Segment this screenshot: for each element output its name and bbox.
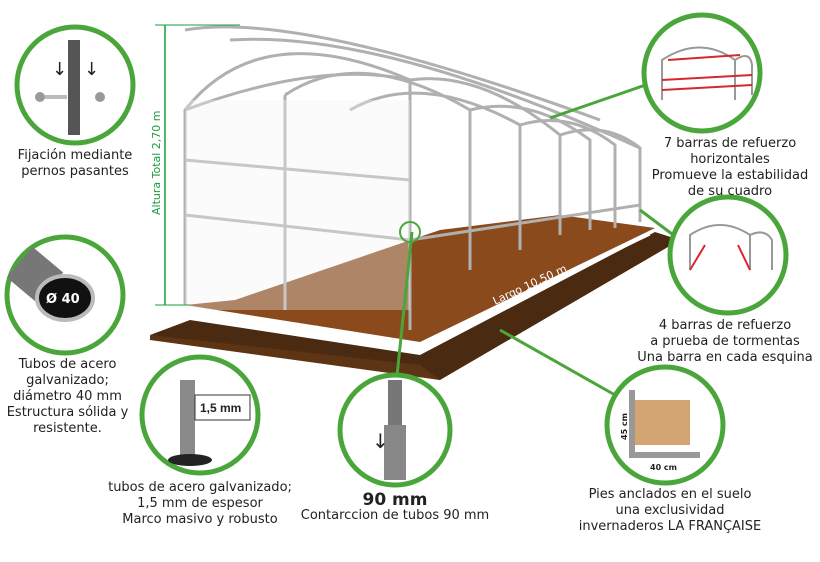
anchors-caption: Pies anclados en el suelo una exclusivid…	[578, 487, 762, 534]
storm-bars-icon	[667, 194, 789, 316]
tube-diameter-badge: Ø 40	[46, 292, 80, 307]
svg-text:↓: ↓	[372, 429, 389, 453]
height-label: Altura Total 2,70 m	[150, 110, 163, 215]
horizontal-bars-icon	[641, 12, 763, 134]
ground-anchor-icon: 45 cm 40 cm	[604, 364, 726, 486]
tube-joint-icon: ↓	[337, 372, 453, 488]
thickness-caption: tubos de acero galvanizado; 1,5 mm de es…	[108, 480, 292, 527]
bolt-fixing-icon: ↓ ↓	[14, 24, 136, 146]
tube40-caption: Tubos de acero galvanizado; diámetro 40 …	[6, 357, 129, 436]
soil-bed-side	[150, 232, 680, 380]
soil-bed-front	[150, 335, 440, 380]
soil-bed-top	[185, 215, 655, 342]
bolts-caption: Fijación mediante pernos pasantes	[17, 148, 133, 179]
thickness-badge: 1,5 mm	[200, 401, 241, 415]
svg-text:↓: ↓	[52, 59, 67, 80]
height-dimension: Altura Total 2,70 m	[150, 24, 240, 306]
contraction-title: 90 mm	[362, 490, 428, 510]
anchor-height-badge: 45 cm	[620, 413, 629, 440]
storm-bars-caption: 4 barras de refuerzo a prueba de torment…	[637, 318, 813, 365]
svg-text:↓: ↓	[84, 59, 99, 80]
contraction-caption: 90 mm Contarccion de tubos 90 mm	[290, 492, 500, 524]
anchor-width-badge: 40 cm	[650, 463, 677, 472]
horizontal-bars-caption: 7 barras de refuerzo horizontales Promue…	[651, 136, 809, 199]
tube-diameter-icon: Ø 40	[4, 234, 126, 356]
caliper-icon: 1,5 mm	[139, 354, 261, 476]
